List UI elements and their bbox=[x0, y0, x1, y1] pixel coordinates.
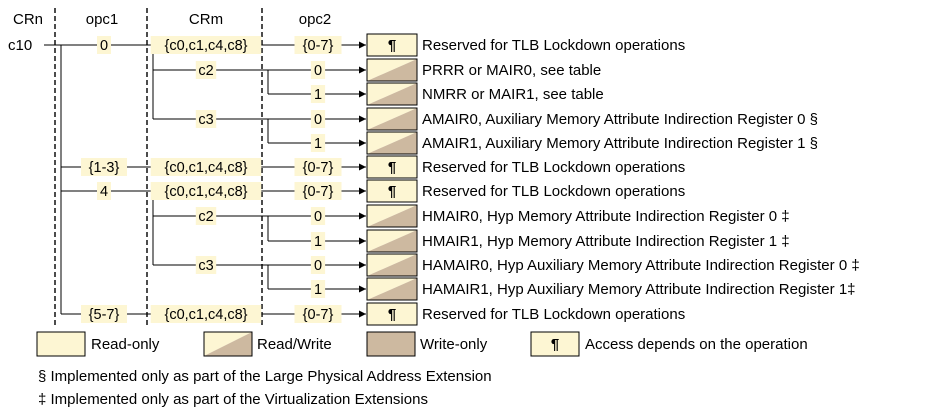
register-description: NMRR or MAIR1, see table bbox=[422, 86, 604, 103]
legend: Read-only Read/Write Write-only ¶ Access… bbox=[36, 331, 808, 357]
crm-label: c3 bbox=[198, 258, 213, 274]
access-box-operation: ¶ bbox=[366, 33, 418, 57]
opc1-label: {5-7} bbox=[89, 307, 120, 323]
opc2-label-bg bbox=[294, 158, 342, 176]
access-box-operation: ¶ bbox=[366, 155, 418, 179]
op-symbol: ¶ bbox=[388, 306, 396, 323]
opc2-label: 0 bbox=[314, 258, 322, 274]
opc1-label-bg bbox=[97, 182, 111, 200]
legend-write-only-label: Write-only bbox=[420, 336, 488, 353]
opc1-label: 0 bbox=[100, 38, 108, 54]
access-box-operation: ¶ bbox=[366, 302, 418, 326]
opc2-label: 0 bbox=[314, 112, 322, 128]
opc2-label: 1 bbox=[314, 87, 322, 103]
opc2-label-bg bbox=[294, 36, 342, 54]
register-description: HMAIR1, Hyp Memory Attribute Indirection… bbox=[422, 233, 790, 250]
opc1-label-bg bbox=[81, 305, 127, 323]
crm-label: c2 bbox=[198, 209, 213, 225]
register-description: PRRR or MAIR0, see table bbox=[422, 62, 601, 79]
crm-label-bg bbox=[195, 207, 217, 225]
opc2-label: {0-7} bbox=[303, 38, 334, 54]
op-symbol: ¶ bbox=[388, 159, 396, 176]
register-description: HMAIR0, Hyp Memory Attribute Indirection… bbox=[422, 208, 790, 225]
crm-label-bg bbox=[150, 305, 262, 323]
opc2-label-bg bbox=[294, 305, 342, 323]
crm-label: {c0,c1,c4,c8} bbox=[164, 307, 247, 323]
legend-read-write-swatch bbox=[203, 331, 253, 357]
opc2-label-bg bbox=[294, 182, 342, 200]
opc2-label-bg bbox=[310, 207, 326, 225]
opc1-label-bg bbox=[81, 158, 127, 176]
opc2-label: {0-7} bbox=[303, 184, 334, 200]
legend-op-swatch bbox=[530, 331, 580, 357]
register-description: Reserved for TLB Lockdown operations bbox=[422, 306, 685, 323]
legend-write-only-swatch bbox=[366, 331, 416, 357]
opc2-label-bg bbox=[310, 256, 326, 274]
opc1-label: 4 bbox=[100, 184, 108, 200]
access-box-read-write bbox=[366, 82, 418, 106]
access-box-read-write bbox=[366, 131, 418, 155]
access-box-read-write bbox=[366, 58, 418, 82]
crm-label-bg bbox=[150, 158, 262, 176]
access-box-operation: ¶ bbox=[366, 179, 418, 203]
crm-label-bg bbox=[150, 36, 262, 54]
crm-label-bg bbox=[195, 256, 217, 274]
register-description: AMAIR1, Auxiliary Memory Attribute Indir… bbox=[422, 135, 818, 152]
opc2-label: 0 bbox=[314, 63, 322, 79]
crm-label-bg bbox=[150, 182, 262, 200]
access-box-read-write bbox=[366, 229, 418, 253]
register-description: Reserved for TLB Lockdown operations bbox=[422, 183, 685, 200]
opc2-label: 0 bbox=[314, 209, 322, 225]
opc2-label-bg bbox=[310, 280, 326, 298]
crm-label: c2 bbox=[198, 63, 213, 79]
opc2-label: {0-7} bbox=[303, 160, 334, 176]
access-box-read-write bbox=[366, 204, 418, 228]
header-crn: CRn bbox=[13, 11, 43, 28]
opc2-label-bg bbox=[310, 85, 326, 103]
opc2-label-bg bbox=[310, 110, 326, 128]
legend-read-write-label: Read/Write bbox=[257, 336, 332, 353]
footnote-virtualization: ‡ Implemented only as part of the Virtua… bbox=[38, 391, 428, 408]
header-crm: CRm bbox=[189, 11, 223, 28]
op-symbol: ¶ bbox=[388, 37, 396, 54]
access-box-read-write bbox=[366, 253, 418, 277]
crm-label: {c0,c1,c4,c8} bbox=[164, 38, 247, 54]
header-opc2: opc2 bbox=[299, 11, 332, 28]
register-description: AMAIR0, Auxiliary Memory Attribute Indir… bbox=[422, 111, 818, 128]
crm-label-bg bbox=[195, 61, 217, 79]
crm-label: {c0,c1,c4,c8} bbox=[164, 160, 247, 176]
opc2-label: 1 bbox=[314, 282, 322, 298]
opc2-label: 1 bbox=[314, 136, 322, 152]
register-description: HAMAIR0, Hyp Auxiliary Memory Attribute … bbox=[422, 257, 860, 274]
crm-label-bg bbox=[195, 110, 217, 128]
opc1-label: {1-3} bbox=[89, 160, 120, 176]
register-description: HAMAIR1, Hyp Auxiliary Memory Attribute … bbox=[422, 281, 856, 298]
legend-read-only-swatch bbox=[36, 331, 86, 357]
access-box-read-write bbox=[366, 107, 418, 131]
op-symbol: ¶ bbox=[388, 183, 396, 200]
legend-read-only-label: Read-only bbox=[91, 336, 160, 353]
legend-access-depends-label: Access depends on the operation bbox=[585, 336, 808, 353]
register-description: Reserved for TLB Lockdown operations bbox=[422, 37, 685, 54]
opc2-label: {0-7} bbox=[303, 307, 334, 323]
access-box-read-write bbox=[366, 277, 418, 301]
opc1-label-bg bbox=[97, 36, 111, 54]
footnote-lpae: § Implemented only as part of the Large … bbox=[38, 368, 492, 385]
opc2-label-bg bbox=[310, 61, 326, 79]
crm-label: {c0,c1,c4,c8} bbox=[164, 184, 247, 200]
opc2-label-bg bbox=[310, 232, 326, 250]
opc2-label-bg bbox=[310, 134, 326, 152]
opc2-label: 1 bbox=[314, 234, 322, 250]
crn-value: c10 bbox=[8, 37, 32, 54]
crm-label: c3 bbox=[198, 112, 213, 128]
legend-op-symbol: ¶ bbox=[551, 336, 559, 353]
register-description: Reserved for TLB Lockdown operations bbox=[422, 159, 685, 176]
header-opc1: opc1 bbox=[86, 11, 119, 28]
